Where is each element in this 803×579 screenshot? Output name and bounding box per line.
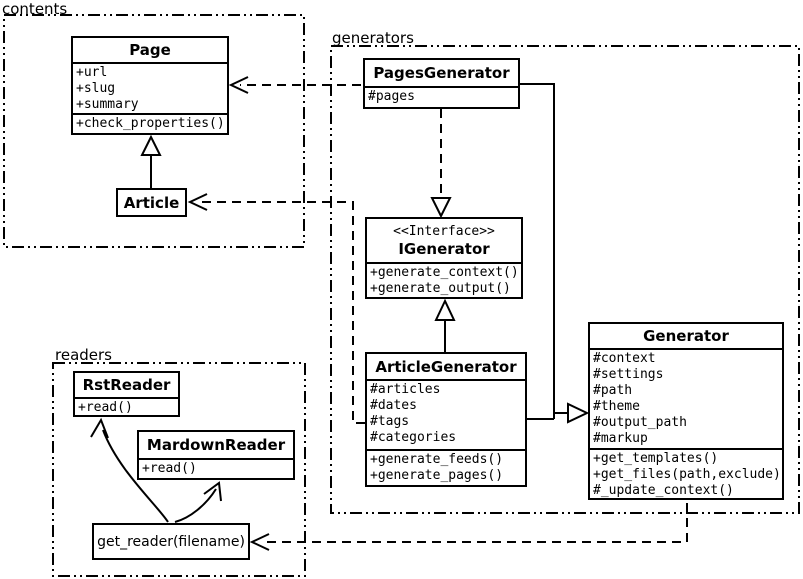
attribute-row: #path [593,383,633,398]
attribute-row: #settings [593,367,664,382]
curve-getreader-to-rstreader [102,429,169,523]
method-row: +generate_output() [370,281,511,296]
class-attributes-articlegenerator: #articles #dates #tags #categories [367,379,525,449]
class-attributes-pagesgenerator: #pages [365,86,518,107]
method-row: +get_templates() [593,451,719,466]
class-methods-generator: +get_templates() +get_files(path,exclude… [590,448,782,498]
class-attributes-generator: #context #settings #path #theme #output_… [590,348,782,448]
class-box-page: Page +url +slug +summary +check_properti… [71,36,229,135]
class-title-rstreader: RstReader [82,376,171,394]
attribute-row: #theme [593,399,640,414]
attribute-row: +url [76,65,108,80]
attribute-row: #tags [370,414,410,429]
class-title-page: Page [129,41,171,59]
class-title-articlegenerator: ArticleGenerator [375,357,517,376]
inheritance-triangle-articlegenerator-to-igenerator [434,298,456,321]
inheritance-triangle-article-to-page [140,134,162,156]
dependency-arrowhead-getreader [249,533,270,551]
class-title-article: Article [123,193,180,212]
attribute-row: #dates [370,398,417,413]
class-box-article: Article [116,188,187,217]
attribute-row: #pages [368,89,415,104]
dependency-line-generator-to-getreader [262,503,688,543]
class-title-igenerator: <<Interface>> IGenerator [367,219,521,262]
class-methods-page: +check_properties() [73,113,227,133]
curve-getreader-to-markdownreader [174,488,217,523]
attribute-row: #articles [370,382,441,397]
class-title-pagesgenerator: PagesGenerator [373,64,510,82]
method-row: +get_files(path,exclude) [593,467,781,482]
class-box-igenerator: <<Interface>> IGenerator +generate_conte… [365,217,523,299]
inheritance-triangle-generators-to-generator [567,402,590,424]
method-row: +generate_feeds() [370,452,504,467]
attribute-row: #categories [370,430,457,445]
arrowhead-markdownreader [203,481,222,502]
contents-package-label: contents [2,0,68,18]
dependency-line-articlegenerator-to-article [200,201,365,424]
method-row: #_update_context() [593,483,734,498]
inheritance-line-generators-to-generator [520,83,568,420]
class-title-markdownreader: MardownReader [146,436,286,454]
class-title-generator: Generator [643,327,729,345]
class-attributes-page: +url +slug +summary [73,62,227,113]
function-box-get-reader: get_reader(filename) [92,523,250,560]
method-row: +generate_pages() [370,468,504,483]
class-methods-igenerator: +generate_context() +generate_output() [367,262,521,297]
class-box-generator: Generator #context #settings #path #them… [588,322,784,500]
readers-package-border [52,362,306,577]
class-box-articlegenerator: ArticleGenerator #articles #dates #tags … [365,352,527,487]
class-box-rstreader: RstReader +read() [73,371,180,417]
dependency-arrowhead-page [228,76,249,94]
arrowhead-rstreader [90,417,109,439]
realization-triangle-pagesgenerator-to-igenerator [430,197,452,219]
contents-package-border [3,14,305,248]
attribute-row: #context [593,351,656,366]
generators-package-border [330,45,800,514]
attribute-row: +slug [76,81,116,96]
class-box-pagesgenerator: PagesGenerator #pages [363,58,520,109]
generators-package-label: generators [332,29,414,47]
attribute-row: #output_path [593,415,687,430]
class-name-igenerator: IGenerator [398,240,490,258]
attribute-row: #markup [593,431,648,446]
stereotype-interface: <<Interface>> [393,224,495,239]
class-methods-rstreader: +read() [75,397,178,415]
method-row: +read() [78,400,133,415]
readers-package-label: readers [55,346,112,364]
class-methods-articlegenerator: +generate_feeds() +generate_pages() [367,449,525,485]
method-row: +generate_context() [370,265,519,280]
dependency-arrowhead-article [187,193,208,211]
method-row: +read() [142,461,197,476]
attribute-row: +summary [76,97,139,112]
class-box-markdownreader: MardownReader +read() [137,430,295,480]
class-methods-markdownreader: +read() [139,458,293,478]
method-row: +check_properties() [76,116,225,131]
